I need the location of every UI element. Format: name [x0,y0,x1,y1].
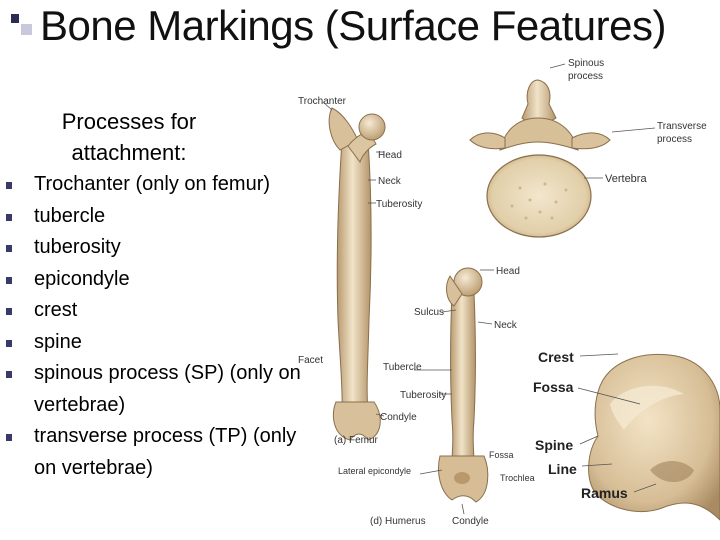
label-humerus-tuberosity: Tuberosity [400,390,446,401]
vertebra-illustration [469,79,611,238]
label-transverse-process-line1: Transverse [657,121,707,132]
bullet-icon [6,339,12,347]
list-item: epicondyle [6,264,306,296]
label-condyle-upper: Condyle [380,412,417,423]
bullet-list: Trochanter (only on femur) tubercle tube… [6,169,306,484]
bullet-text: crest [34,299,78,321]
label-tubercle: Tubercle [383,362,422,373]
pelvis-illustration [588,354,720,521]
label-transverse-process-line2: process [657,134,692,145]
label-femur-tuberosity: Tuberosity [376,199,422,210]
bullet-icon [6,434,12,441]
label-humerus-neck: Neck [494,320,518,331]
bullet-text: tuberosity [34,236,121,258]
label-spinous-process-line2: process [568,71,603,82]
list-item: spine [6,327,306,359]
label-ramus: Ramus [581,485,628,501]
label-vertebra: Vertebra [605,173,647,185]
label-lateral-epicondyle: Lateral epicondyle [338,466,411,476]
label-humerus-head: Head [496,266,520,277]
list-item: spinous process (SP) (only on vertebrae) [6,358,306,421]
corner-square-dark [11,14,19,23]
label-fossa-small: Fossa [489,450,514,460]
list-item: crest [6,295,306,327]
label-trochanter: Trochanter [298,96,347,107]
bullet-text: spine [34,330,82,353]
bullet-text: epicondyle [34,267,130,290]
label-facet: Facet [298,355,323,366]
label-fossa: Fossa [533,379,574,395]
subheading: Processes for attachment: [61,109,197,165]
label-spinous-process-line1: Spinous [568,58,604,69]
bullet-text: transverse process (TP) (only on vertebr… [34,425,297,479]
bullet-icon [6,308,12,315]
corner-square-light [21,24,32,35]
humerus-illustration [438,267,489,503]
label-femur-head: Head [378,150,402,161]
list-item: tubercle [6,201,306,233]
label-femur-neck: Neck [378,176,402,187]
list-item: transverse process (TP) (only on vertebr… [6,421,306,484]
label-spine: Spine [535,437,573,453]
label-line: Line [548,461,577,477]
bullet-icon [6,182,12,189]
bullet-icon [6,371,12,378]
list-item: Trochanter (only on femur) [6,169,306,201]
humerus-caption: (d) Humerus [370,516,426,527]
bullet-text: tubercle [34,204,106,227]
label-condyle-lower: Condyle [452,516,489,527]
bullet-text: Trochanter (only on femur) [34,173,271,195]
femur-illustration [328,107,386,441]
bullet-icon [6,213,12,221]
bullet-text: spinous process (SP) (only on vertebrae) [34,362,301,416]
label-crest: Crest [538,349,574,365]
list-item: tuberosity [6,232,306,264]
label-trochlea: Trochlea [500,473,535,483]
bullet-icon [6,245,12,252]
slide-title: Bone Markings (Surface Features) [40,2,666,49]
femur-caption: (a) Femur [334,435,379,446]
bullet-icon [6,276,12,284]
label-sulcus: Sulcus [414,307,444,318]
